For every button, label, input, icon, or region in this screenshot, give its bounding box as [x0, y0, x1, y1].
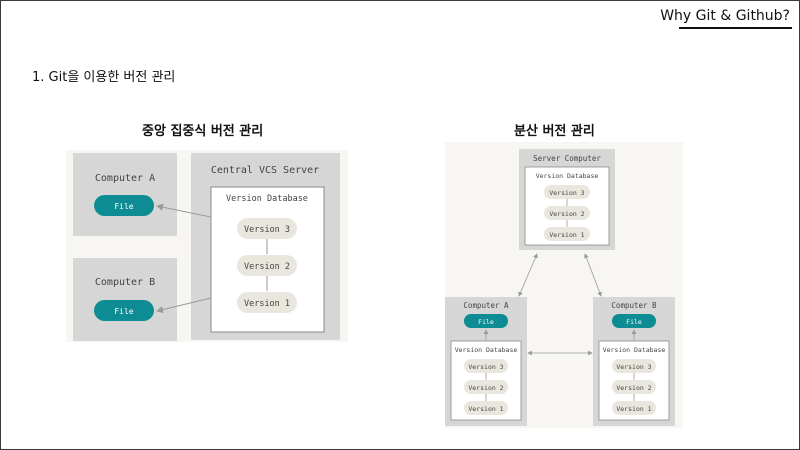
server-version-database-label: Version Database	[536, 172, 599, 180]
server-version-3-label: Version 3	[549, 189, 584, 197]
dist-a-version-3-label: Version 3	[468, 363, 503, 371]
checkout-arrow-a	[156, 203, 212, 218]
computer-a-label: Computer A	[95, 173, 155, 184]
dist-a-version-1-label: Version 1	[468, 405, 503, 413]
computer-b-box	[73, 258, 177, 341]
central-version-1-label: Version 1	[244, 299, 290, 309]
computer-b-file-pill	[94, 300, 154, 321]
distributed-vcs-diagram: Server Computer Version Database Version…	[445, 142, 683, 428]
dist-computer-a-label: Computer A	[463, 301, 509, 310]
server-version-2-label: Version 2	[549, 210, 584, 218]
sync-arrow-server-a	[518, 253, 538, 297]
central-version-database-label: Version Database	[226, 194, 308, 204]
dist-a-version-2-pill	[464, 380, 508, 394]
central-version-3-label: Version 3	[244, 225, 290, 235]
central-version-3-pill	[237, 218, 297, 239]
central-version-2-pill	[237, 255, 297, 276]
sync-arrow-server-b	[584, 253, 602, 297]
header-underline	[679, 27, 792, 29]
dist-b-version-2-pill	[612, 380, 656, 394]
server-version-1-pill	[544, 227, 590, 241]
computer-a-file-label: File	[114, 202, 133, 211]
server-version-1-label: Version 1	[549, 231, 584, 239]
dist-b-version-3-label: Version 3	[616, 363, 651, 371]
dist-b-version-2-label: Version 2	[616, 384, 651, 392]
dist-b-version-1-pill	[612, 401, 656, 415]
dist-a-version-2-label: Version 2	[468, 384, 503, 392]
dist-computer-a-file-label: File	[478, 318, 494, 326]
checkout-arrow-b	[156, 297, 212, 313]
distributed-diagram-title: 분산 버전 관리	[514, 124, 595, 139]
dist-b-version-1-label: Version 1	[616, 405, 651, 413]
dist-computer-a-file-pill	[464, 314, 508, 328]
computer-a-box	[73, 153, 177, 236]
computer-a-file-pill	[94, 195, 154, 216]
computer-b-label: Computer B	[95, 277, 155, 288]
server-version-3-pill	[544, 185, 590, 199]
computer-b-file-label: File	[114, 307, 133, 316]
dist-computer-a-database-label: Version Database	[455, 346, 518, 354]
dist-b-version-3-pill	[612, 359, 656, 373]
central-version-2-label: Version 2	[244, 262, 290, 272]
dist-computer-b-file-pill	[612, 314, 656, 328]
dist-computer-b-database-label: Version Database	[603, 346, 666, 354]
server-computer-label: Server Computer	[533, 154, 601, 163]
dist-computer-b-file-label: File	[626, 318, 642, 326]
dist-a-version-1-pill	[464, 401, 508, 415]
section-heading: 1. Git을 이용한 버전 관리	[32, 70, 176, 85]
server-version-2-pill	[544, 206, 590, 220]
dist-computer-b-label: Computer B	[611, 301, 657, 310]
centralized-vcs-diagram: Computer A File Computer B File Central …	[66, 150, 348, 342]
central-version-1-pill	[237, 292, 297, 313]
centralized-diagram-title: 중앙 집중식 버전 관리	[142, 124, 264, 139]
dist-a-version-3-pill	[464, 359, 508, 373]
central-server-label: Central VCS Server	[211, 165, 319, 176]
slide-header-title: Why Git & Github?	[660, 8, 790, 24]
